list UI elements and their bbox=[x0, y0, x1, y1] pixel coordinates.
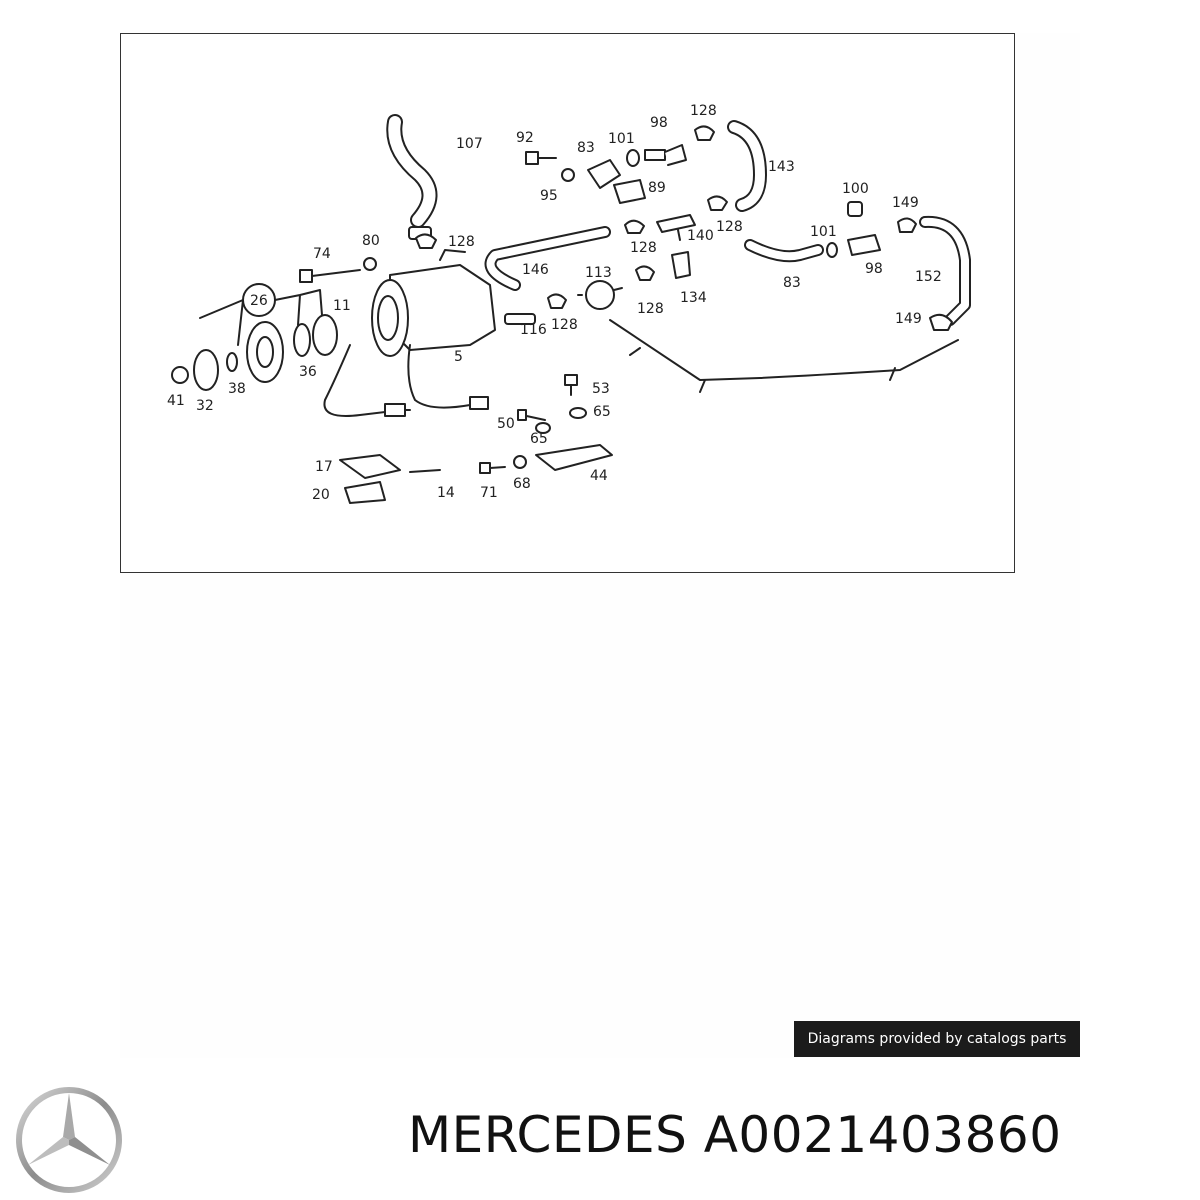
callout-label: 92 bbox=[516, 130, 534, 146]
callout-label: 50 bbox=[497, 416, 515, 432]
callout-label: 101 bbox=[810, 224, 837, 240]
callout-label: 65 bbox=[593, 404, 611, 420]
callout-label: 128 bbox=[637, 301, 664, 317]
callout-label: 65 bbox=[530, 431, 548, 447]
callout-label: 128 bbox=[551, 317, 578, 333]
callout-label: 149 bbox=[892, 195, 919, 211]
callout-label: 44 bbox=[590, 468, 608, 484]
callout-label: 113 bbox=[585, 265, 612, 281]
callout-label: 128 bbox=[716, 219, 743, 235]
callout-label: 149 bbox=[895, 311, 922, 327]
callout-label: 95 bbox=[540, 188, 558, 204]
callout-label: 128 bbox=[690, 103, 717, 119]
brand-title: MERCEDES A0021403860 bbox=[408, 1106, 1062, 1164]
callout-label: 36 bbox=[299, 364, 317, 380]
callout-label: 53 bbox=[592, 381, 610, 397]
callout-label: 98 bbox=[865, 261, 883, 277]
callout-label: 128 bbox=[630, 240, 657, 256]
callout-label: 146 bbox=[522, 262, 549, 278]
callout-labels: 107 92 83 101 98 128 143 95 89 128 100 1… bbox=[167, 103, 942, 503]
callout-label: 41 bbox=[167, 393, 185, 409]
callout-label: 107 bbox=[456, 136, 483, 152]
callout-label: 5 bbox=[454, 349, 463, 365]
parts-diagram: 107 92 83 101 98 128 143 95 89 128 100 1… bbox=[167, 103, 971, 504]
mercedes-star-icon bbox=[16, 1087, 122, 1193]
callout-label: 38 bbox=[228, 381, 246, 397]
callout-label: 68 bbox=[513, 476, 531, 492]
callout-label: 143 bbox=[768, 159, 795, 175]
callout-label: 20 bbox=[312, 487, 330, 503]
callout-label: 71 bbox=[480, 485, 498, 501]
callout-label: 26 bbox=[250, 293, 268, 309]
callout-label: 140 bbox=[687, 228, 714, 244]
callout-label: 80 bbox=[362, 233, 380, 249]
callout-label: 128 bbox=[448, 234, 475, 250]
callout-label: 98 bbox=[650, 115, 668, 131]
callout-label: 89 bbox=[648, 180, 666, 196]
callout-label: 101 bbox=[608, 131, 635, 147]
callout-label: 152 bbox=[915, 269, 942, 285]
callout-label: 100 bbox=[842, 181, 869, 197]
callout-label: 14 bbox=[437, 485, 455, 501]
callout-label: 116 bbox=[520, 322, 547, 338]
callout-label: 32 bbox=[196, 398, 214, 414]
callout-label: 17 bbox=[315, 459, 333, 475]
callout-label: 134 bbox=[680, 290, 707, 306]
callout-label: 11 bbox=[333, 298, 351, 314]
callout-label: 74 bbox=[313, 246, 331, 262]
callout-label: 83 bbox=[783, 275, 801, 291]
credit-badge: Diagrams provided by catalogs parts bbox=[794, 1021, 1080, 1057]
callout-label: 83 bbox=[577, 140, 595, 156]
